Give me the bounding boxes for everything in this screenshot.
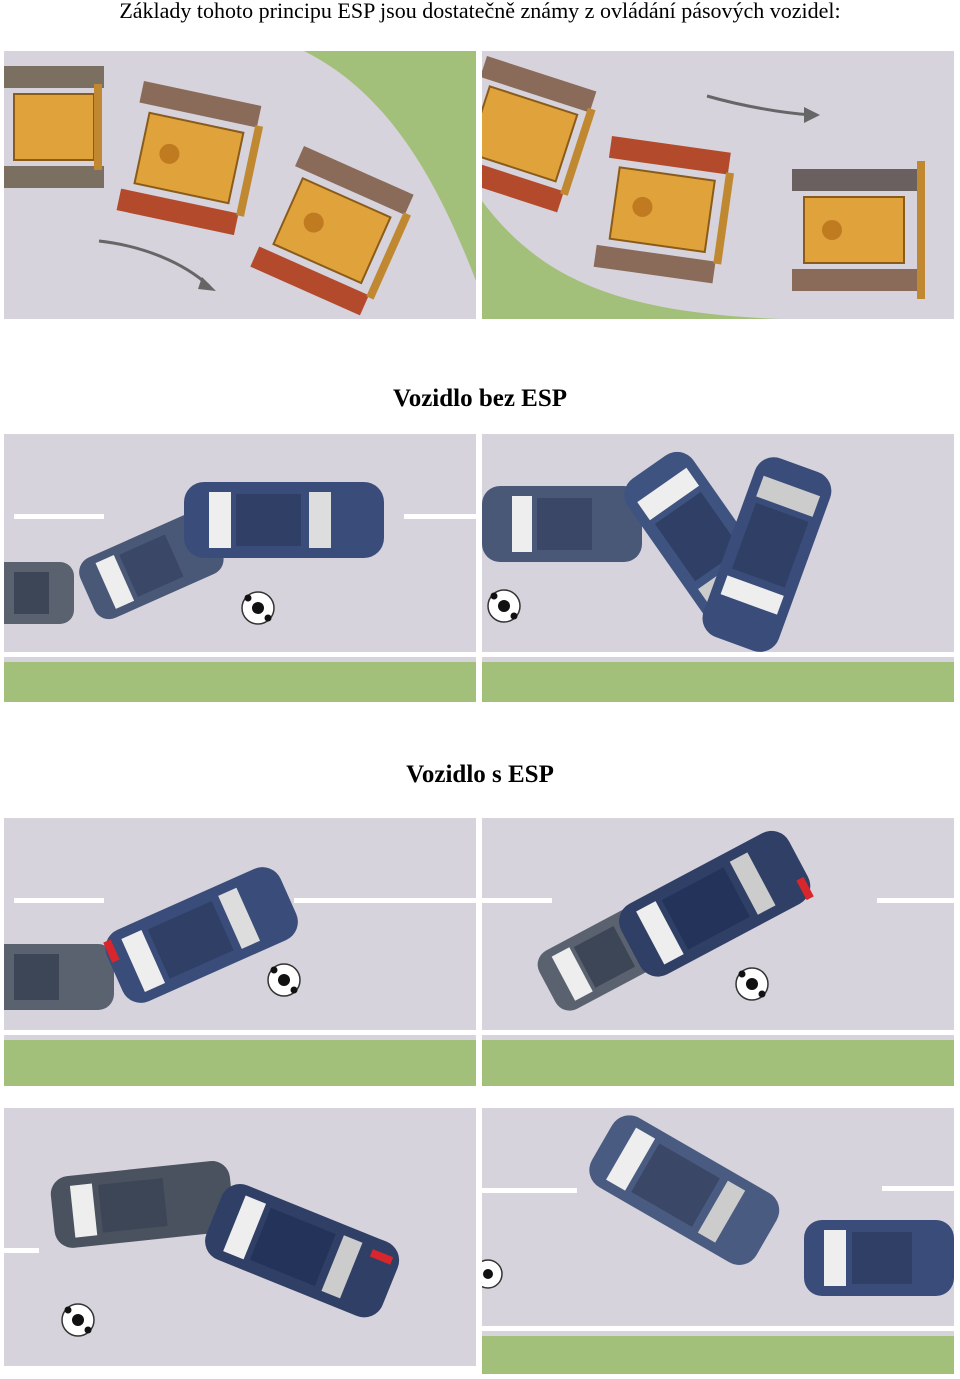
car-icon: [50, 1160, 234, 1248]
tracked-vehicle-icon: [482, 56, 597, 213]
brake-light-icon: [103, 939, 120, 963]
without-esp-scene-1: [4, 434, 476, 702]
soccer-ball-icon: [267, 963, 301, 997]
car-icon: [184, 482, 384, 558]
with-esp-scene-4: [482, 1108, 954, 1374]
car-icon: [4, 944, 114, 1010]
car-icon: [4, 562, 74, 624]
with-esp-scene-1: [4, 818, 476, 1086]
with-esp-scene-2: [482, 818, 954, 1086]
arrow-icon: [706, 94, 813, 117]
without-esp-scene-2: [482, 434, 954, 702]
car-icon: [702, 457, 832, 652]
tracked-vehicle-turn-left-illustration: [4, 51, 476, 319]
brake-light-icon: [796, 876, 814, 901]
tracked-vehicle-icon: [4, 66, 104, 188]
car-icon: [589, 1115, 780, 1265]
tracked-vehicle-icon: [250, 146, 414, 316]
car-icon: [205, 1184, 400, 1318]
car-icon: [482, 486, 642, 562]
tracked-vehicle-icon: [792, 161, 925, 299]
car-icon: [103, 867, 298, 1003]
caption-with-esp: Vozidlo s ESP: [406, 761, 554, 788]
car-icon: [619, 830, 814, 977]
tracked-vehicle-icon: [593, 136, 734, 284]
caption-without-esp: Vozidlo bez ESP: [392, 385, 568, 412]
with-esp-scene-3: [4, 1108, 476, 1374]
soccer-ball-icon: [735, 967, 769, 1001]
soccer-ball-icon: [487, 589, 521, 623]
car-icon: [804, 1220, 954, 1296]
tracked-vehicle-icon: [116, 81, 264, 236]
soccer-ball-icon: [241, 591, 275, 625]
arrow-icon: [98, 239, 211, 288]
soccer-ball-icon: [61, 1303, 95, 1337]
brake-light-icon: [369, 1249, 394, 1265]
tracked-vehicle-turn-right-illustration: [482, 51, 954, 319]
intro-text: Základy tohoto principu ESP jsou dostate…: [119, 0, 841, 23]
soccer-ball-icon: [482, 1259, 503, 1289]
